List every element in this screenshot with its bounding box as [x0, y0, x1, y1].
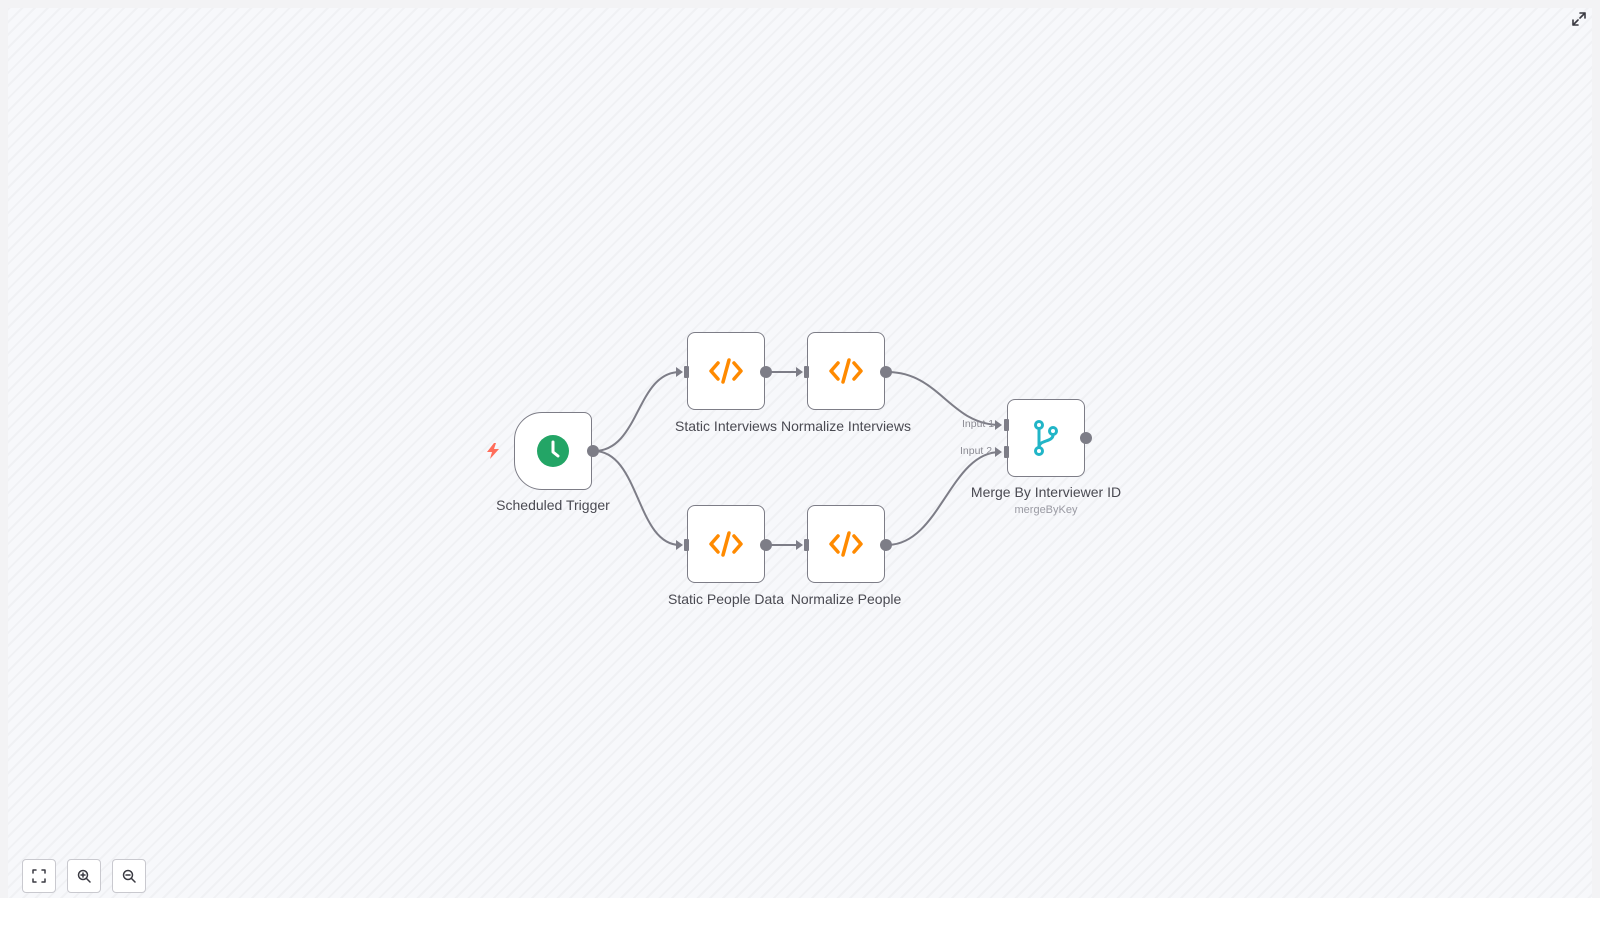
zoom-out-icon [122, 869, 136, 883]
node-sublabel-merge-by-interviewer-id: mergeByKey [1014, 504, 1078, 516]
node-label-normalize-people: Normalize People [790, 591, 902, 607]
output-handle[interactable] [587, 445, 599, 457]
input-handle[interactable] [684, 539, 689, 551]
input-handle-1[interactable] [1004, 419, 1009, 431]
zoom-in-button[interactable] [67, 859, 101, 893]
fit-view-button[interactable] [22, 859, 56, 893]
node-scheduled-trigger[interactable] [514, 412, 592, 490]
fullscreen-button[interactable] [1570, 10, 1588, 28]
input-handle[interactable] [804, 366, 809, 378]
code-icon [829, 358, 863, 384]
node-label-normalize-interviews: Normalize Interviews [781, 418, 911, 434]
code-icon [709, 358, 743, 384]
output-handle[interactable] [1080, 432, 1092, 444]
canvas-footer [0, 898, 1600, 938]
node-label-static-people-data: Static People Data [668, 591, 784, 607]
fullscreen-icon [1572, 12, 1586, 26]
input-handle[interactable] [684, 366, 689, 378]
input-handle[interactable] [804, 539, 809, 551]
output-handle[interactable] [880, 366, 892, 378]
fit-view-icon [32, 869, 46, 883]
trigger-bolt-icon [487, 443, 499, 459]
input-label-1: Input 1 [962, 418, 995, 430]
node-label-merge-by-interviewer-id: Merge By Interviewer ID [970, 484, 1122, 500]
zoom-out-button[interactable] [112, 859, 146, 893]
node-label-static-interviews: Static Interviews [675, 418, 777, 434]
output-handle[interactable] [760, 366, 772, 378]
zoom-in-icon [77, 869, 91, 883]
workflow-canvas[interactable] [8, 8, 1592, 898]
output-handle[interactable] [880, 539, 892, 551]
output-handle[interactable] [760, 539, 772, 551]
merge-icon [1034, 420, 1058, 456]
code-icon [709, 531, 743, 557]
code-icon [829, 531, 863, 557]
input-label-2: Input 2 [960, 445, 993, 457]
node-label-scheduled-trigger: Scheduled Trigger [496, 497, 610, 513]
node-static-interviews[interactable] [687, 332, 765, 410]
node-normalize-people[interactable] [807, 505, 885, 583]
clock-icon [537, 435, 569, 467]
node-static-people-data[interactable] [687, 505, 765, 583]
node-merge-by-interviewer-id[interactable] [1007, 399, 1085, 477]
input-handle-2[interactable] [1004, 446, 1009, 458]
node-normalize-interviews[interactable] [807, 332, 885, 410]
